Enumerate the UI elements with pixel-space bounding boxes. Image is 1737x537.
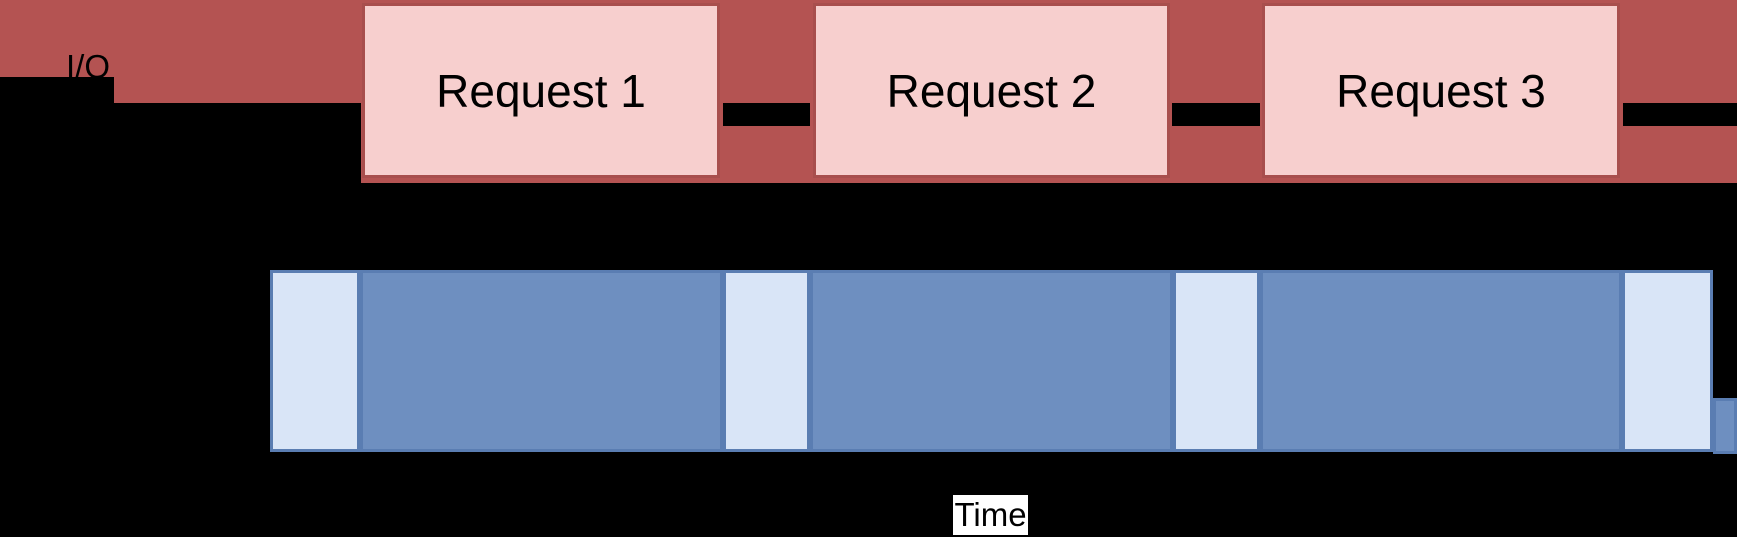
activity-segment-dark [810,270,1173,452]
timeline-axis-segment [0,77,114,103]
timeline-axis-segment [1623,103,1737,126]
request-box: Request 1 [362,3,720,178]
time-axis-label: Time [953,495,1028,535]
activity-segment-light [270,270,360,452]
timeline-axis-segment [1172,103,1260,126]
activity-segment-dark [1713,398,1737,454]
timeline-axis-segment [723,103,810,126]
request-box: Request 2 [813,3,1170,178]
activity-segment-dark [360,270,723,452]
activity-segment-dark [1260,270,1622,452]
activity-segment-light [1622,270,1713,452]
activity-segment-light [1173,270,1260,452]
request-box: Request 3 [1262,3,1620,178]
activity-segment-light [723,270,810,452]
io-row-label: I/O [66,48,111,85]
